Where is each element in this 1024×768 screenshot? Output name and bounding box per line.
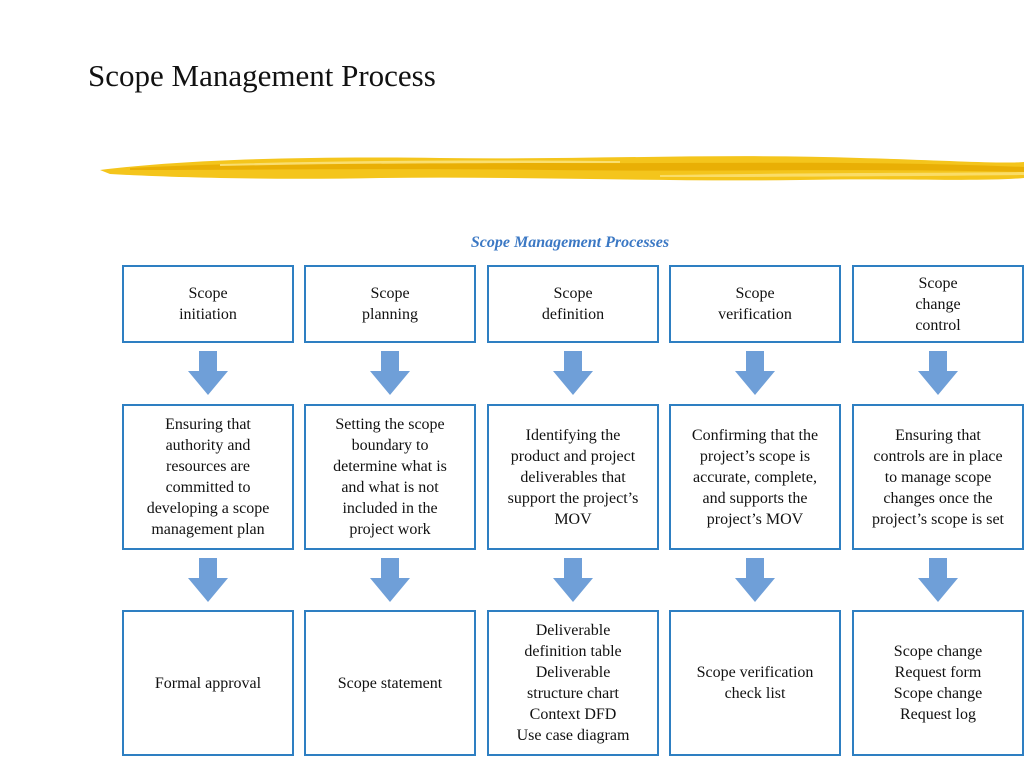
output-box-4: Scope verification check list [669,610,841,756]
output-box-5: Scope change Request form Scope change R… [852,610,1024,756]
down-arrow-icon [188,558,228,602]
process-box-label: Scope verification [718,285,792,323]
description-box-5: Ensuring that controls are in place to m… [852,404,1024,550]
down-arrow-icon [918,351,958,395]
description-box-label: Ensuring that controls are in place to m… [872,426,1004,528]
process-box-2: Scope planning [304,265,476,343]
down-arrow-icon [735,351,775,395]
description-box-label: Confirming that the project’s scope is a… [691,426,819,528]
yellow-brush-stroke-divider [100,156,1024,181]
output-box-2: Scope statement [304,610,476,756]
process-box-label: Scope initiation [179,285,237,323]
process-box-label: Scope definition [541,285,605,323]
process-box-3: Scope definition [487,265,659,343]
process-box-label: Scope change control [915,274,961,334]
down-arrow-icon [370,558,410,602]
process-box-label: Scope planning [362,285,418,323]
process-box-5: Scope change control [852,265,1024,343]
down-arrow-icon [735,558,775,602]
output-box-1: Formal approval [122,610,294,756]
process-box-1: Scope initiation [122,265,294,343]
output-box-label: Deliverable definition table Deliverable… [516,622,630,744]
description-box-2: Setting the scope boundary to determine … [304,404,476,550]
description-box-3: Identifying the product and project deli… [487,404,659,550]
down-arrow-icon [918,558,958,602]
output-box-label: Scope change Request form Scope change R… [893,643,983,723]
diagram-title: Scope Management Processes [470,234,670,251]
output-box-label: Formal approval [154,674,262,692]
output-box-label: Scope verification check list [696,664,814,702]
output-box-3: Deliverable definition table Deliverable… [487,610,659,756]
down-arrow-icon [553,558,593,602]
description-box-1: Ensuring that authority and resources ar… [122,404,294,550]
description-box-label: Setting the scope boundary to determine … [333,416,447,538]
description-box-4: Confirming that the project’s scope is a… [669,404,841,550]
description-box-label: Identifying the product and project deli… [507,426,639,528]
down-arrow-icon [553,351,593,395]
slide-title: Scope Management Process [88,58,436,93]
down-arrow-icon [188,351,228,395]
process-box-4: Scope verification [669,265,841,343]
down-arrow-icon [370,351,410,395]
output-box-label: Scope statement [337,674,443,692]
description-box-label: Ensuring that authority and resources ar… [146,416,270,538]
